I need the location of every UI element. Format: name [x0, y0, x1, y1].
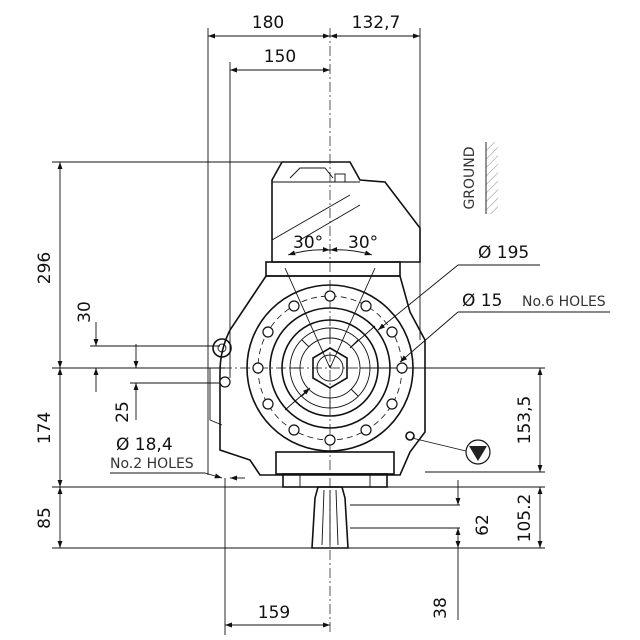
- ground-symbol: GROUND: [411, 142, 498, 465]
- dim-153-5: 153,5: [515, 396, 535, 445]
- dim-132-7: 132,7: [352, 13, 401, 33]
- main-flange: [246, 284, 414, 452]
- callout-diameter-18-4: Ø 18,4: [116, 435, 173, 455]
- angle-right-label: 30°: [348, 233, 378, 253]
- callout-6-holes: No.6 HOLES: [522, 294, 606, 310]
- callout-diameter-15: Ø 15: [462, 291, 502, 311]
- callout-side-holes: Ø 18,4 No.2 HOLES: [110, 435, 245, 481]
- angle-left-label: 30°: [293, 233, 323, 253]
- bolt-holes: [252, 290, 408, 446]
- dim-150: 150: [264, 47, 296, 67]
- flange-callouts: Ø 195 Ø 15 No.6 HOLES: [284, 243, 610, 411]
- dim-85: 85: [35, 507, 55, 529]
- right-dimensions: 153,5 105.2 62 38: [431, 368, 543, 620]
- dim-174: 174: [35, 412, 55, 444]
- dim-38: 38: [431, 597, 451, 619]
- dim-180: 180: [252, 13, 284, 33]
- callout-diameter-195: Ø 195: [478, 243, 529, 263]
- dim-30: 30: [75, 301, 95, 323]
- dim-105-2: 105.2: [515, 494, 535, 543]
- left-dimensions: 296 30 25 174 85: [35, 162, 139, 548]
- dim-159: 159: [258, 603, 290, 623]
- bottom-dimension: 159: [225, 603, 330, 628]
- gearbox-body: [209, 161, 426, 549]
- dim-296: 296: [35, 252, 55, 284]
- angle-marks: 30° 30°: [284, 233, 378, 369]
- ground-label: GROUND: [462, 146, 478, 209]
- dim-62: 62: [473, 514, 493, 536]
- top-dimensions: 180 132,7 150: [208, 13, 420, 73]
- callout-2-holes: No.2 HOLES: [110, 456, 194, 472]
- dim-25: 25: [113, 401, 133, 423]
